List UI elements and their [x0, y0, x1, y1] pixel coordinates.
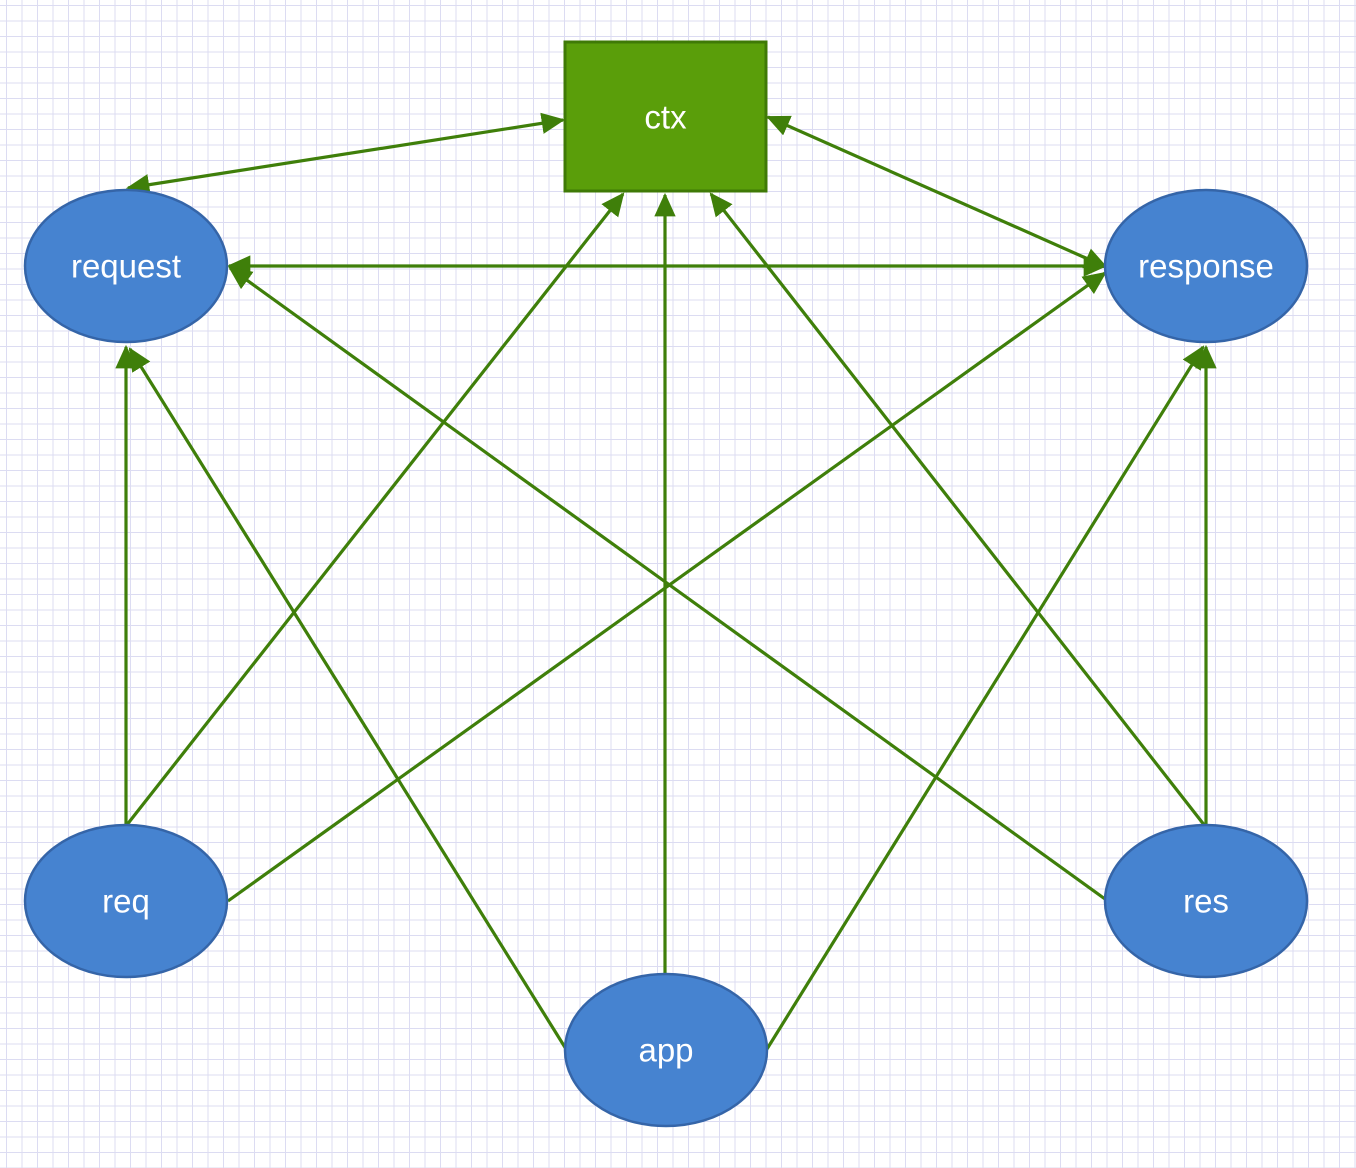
edge-ctx-request [125, 112, 566, 196]
node-app[interactable]: app [563, 972, 769, 1128]
edge-res-ctx [709, 192, 1207, 827]
request-ellipse [23, 188, 229, 344]
res-label: res [1183, 883, 1229, 920]
node-response[interactable]: response [1103, 188, 1309, 344]
ctx-label: ctx [644, 99, 687, 136]
edge-app-request [128, 347, 568, 1050]
nodes-layer: ctx request response req res app [23, 40, 1309, 1128]
node-res[interactable]: res [1103, 823, 1309, 979]
req-ellipse [23, 823, 229, 979]
res-ellipse [1103, 823, 1309, 979]
edge-req-ctx [124, 192, 625, 827]
app-ellipse [563, 972, 769, 1128]
app-label: app [638, 1032, 693, 1069]
response-ellipse [1103, 188, 1309, 344]
edge-res-request [228, 266, 1106, 901]
request-label: request [71, 248, 181, 285]
response-label: response [1138, 248, 1274, 285]
node-req[interactable]: req [23, 823, 229, 979]
node-request[interactable]: request [23, 188, 229, 344]
ctx-box [563, 40, 768, 193]
node-ctx[interactable]: ctx [563, 40, 768, 193]
req-label: req [102, 883, 150, 920]
edge-ctx-response [766, 115, 1108, 269]
edge-app-response [765, 345, 1205, 1050]
edges-layer [115, 112, 1217, 1050]
